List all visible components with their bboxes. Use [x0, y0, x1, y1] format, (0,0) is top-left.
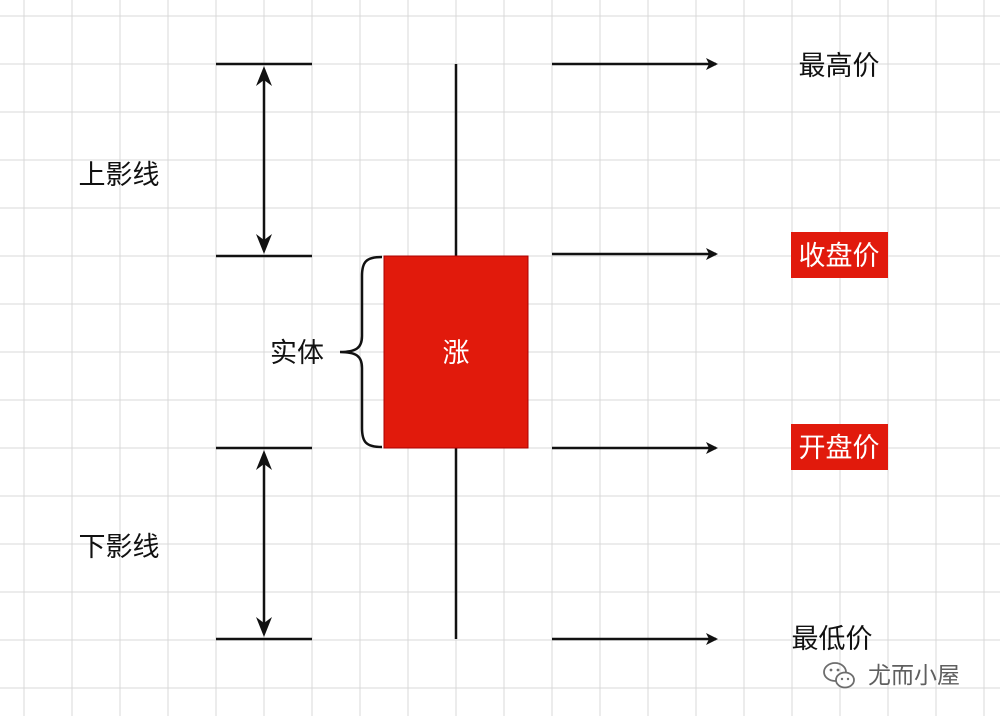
- upper-shadow-label: 上影线: [79, 160, 160, 191]
- lower-arrow-bottom-head: [256, 617, 272, 637]
- watermark: 尤而小屋: [823, 662, 960, 689]
- open-price-label: 开盘价: [799, 433, 880, 464]
- watermark-text: 尤而小屋: [868, 663, 960, 689]
- body-brace: [339, 255, 383, 449]
- lower-arrow-top-head: [256, 450, 272, 470]
- low-price-label: 最低价: [792, 624, 873, 655]
- lower-shadow-label: 下影线: [79, 532, 160, 563]
- close-price-highlight: [791, 232, 888, 278]
- candle-body: [383, 255, 529, 449]
- close-price-label: 收盘价: [799, 241, 880, 272]
- open-price-highlight: [791, 424, 888, 470]
- body-label: 实体: [270, 338, 324, 369]
- high-price-label: 最高价: [799, 51, 880, 82]
- upper-arrow-bottom-head: [256, 234, 272, 254]
- upper-arrow-top-head: [256, 66, 272, 86]
- wechat-icon: [823, 662, 855, 689]
- candle-rise-label: 涨: [443, 338, 470, 369]
